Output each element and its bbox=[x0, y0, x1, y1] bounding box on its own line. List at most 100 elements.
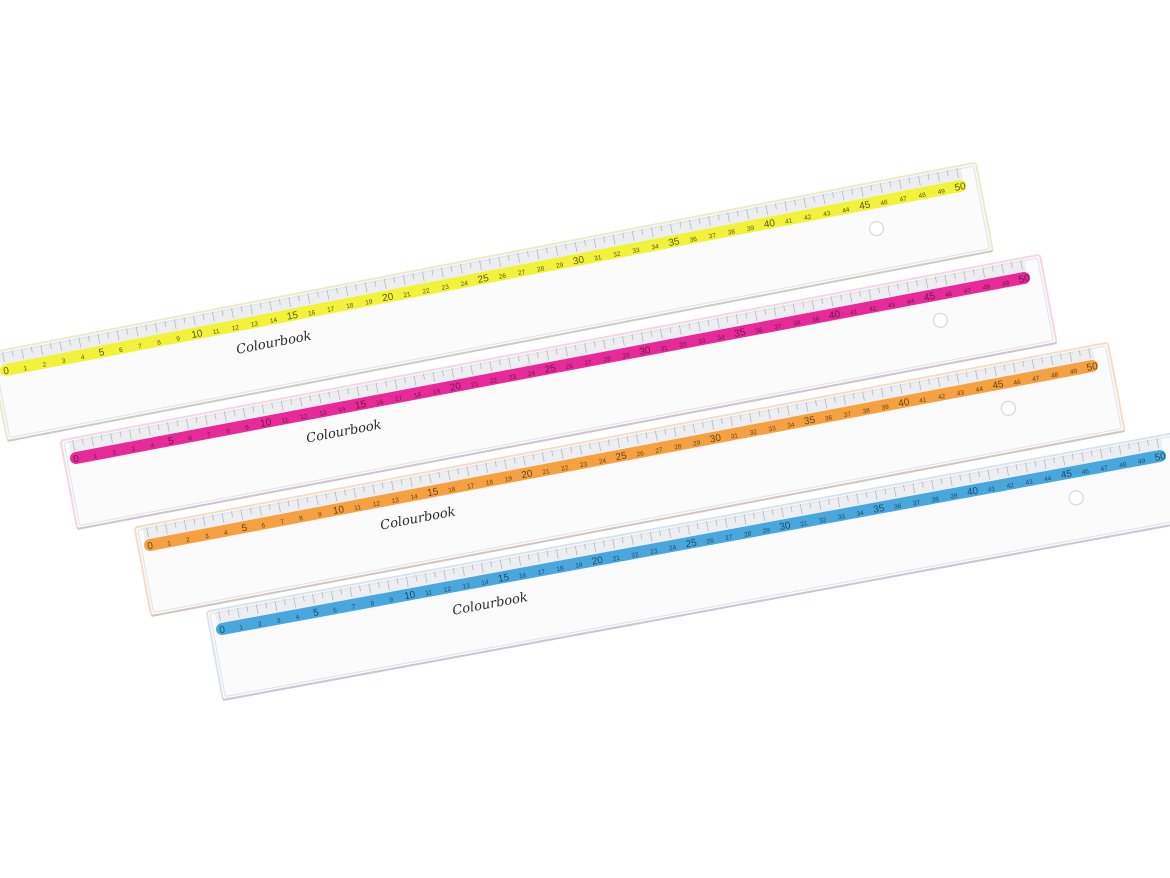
ruler-tick bbox=[148, 425, 151, 436]
ruler-number: 35 bbox=[872, 503, 885, 516]
ruler-number: 1 bbox=[167, 540, 172, 548]
ruler-number: 31 bbox=[730, 432, 739, 440]
ruler-tick bbox=[309, 395, 312, 402]
ruler-tick bbox=[312, 593, 315, 604]
ruler-tick bbox=[918, 175, 921, 186]
ruler-number: 25 bbox=[477, 273, 490, 286]
ruler-number: 42 bbox=[938, 393, 947, 401]
ruler-number: 46 bbox=[944, 291, 953, 299]
ruler-tick bbox=[830, 296, 834, 307]
ruler-tick bbox=[259, 302, 262, 309]
ruler-tick bbox=[337, 389, 341, 400]
ruler-tick bbox=[1062, 455, 1066, 466]
ruler-tick bbox=[221, 309, 224, 316]
ruler-tick bbox=[527, 353, 530, 364]
ruler-tick bbox=[746, 208, 749, 219]
ruler-tick bbox=[673, 427, 677, 437]
ruler-tick bbox=[494, 461, 497, 468]
ruler-tick bbox=[755, 206, 758, 213]
ruler-number: 5 bbox=[241, 523, 249, 535]
ruler-number: 39 bbox=[812, 316, 821, 324]
ruler-tick bbox=[299, 397, 303, 408]
ruler-number: 30 bbox=[639, 345, 652, 358]
ruler-tick bbox=[832, 192, 835, 199]
ruler-tick bbox=[527, 554, 530, 561]
ruler-tick bbox=[30, 346, 33, 353]
ruler-tick bbox=[879, 182, 883, 193]
ruler-tick bbox=[730, 416, 733, 427]
ruler-tick bbox=[315, 495, 319, 505]
ruler-tick bbox=[1100, 448, 1103, 459]
ruler-number: 16 bbox=[308, 309, 317, 317]
ruler-tick bbox=[2, 352, 5, 363]
ruler-tick bbox=[1050, 355, 1054, 366]
ruler-number: 1 bbox=[239, 624, 244, 632]
ruler-tick bbox=[489, 361, 493, 372]
ruler-number: 29 bbox=[693, 439, 702, 447]
ruler-tick bbox=[330, 590, 334, 601]
ruler-tick bbox=[921, 481, 924, 488]
ruler-number: 7 bbox=[351, 603, 356, 611]
ruler-tick bbox=[626, 435, 629, 442]
ruler-number: 39 bbox=[746, 225, 755, 233]
ruler-tick bbox=[165, 523, 168, 534]
ruler-number: 36 bbox=[755, 327, 764, 335]
ruler-tick bbox=[584, 343, 587, 354]
ruler-tick bbox=[928, 378, 931, 385]
ruler-tick bbox=[987, 469, 991, 480]
hang-hole bbox=[1068, 490, 1084, 506]
ruler-number: 3 bbox=[61, 358, 66, 366]
ruler-number: 20 bbox=[381, 291, 394, 304]
ruler-tick bbox=[129, 429, 132, 440]
ruler-tick bbox=[278, 298, 281, 305]
ruler-tick bbox=[660, 328, 663, 339]
ruler-number: 16 bbox=[518, 572, 527, 580]
ruler-tick bbox=[404, 377, 406, 384]
ruler-tick bbox=[523, 455, 526, 466]
ruler-tick bbox=[377, 581, 380, 588]
ruler-tick bbox=[593, 341, 596, 348]
ruler-tick bbox=[851, 188, 854, 195]
ruler-tick bbox=[212, 311, 215, 322]
ruler-tick bbox=[462, 566, 465, 577]
ruler-tick bbox=[678, 325, 682, 336]
ruler-tick bbox=[536, 352, 539, 359]
ruler-tick bbox=[110, 433, 113, 444]
ruler-tick bbox=[394, 379, 398, 390]
ruler-tick bbox=[509, 557, 511, 564]
ruler-tick bbox=[565, 346, 568, 357]
ruler-tick bbox=[321, 592, 324, 599]
ruler-number: 2 bbox=[42, 361, 47, 369]
ruler-number: 8 bbox=[299, 515, 304, 523]
ruler-number: 10 bbox=[332, 504, 345, 517]
ruler-number: 7 bbox=[280, 519, 285, 527]
ruler-tick bbox=[1025, 462, 1028, 473]
ruler-number: 44 bbox=[1044, 475, 1053, 483]
ruler-tick bbox=[186, 418, 189, 429]
ruler-number: 10 bbox=[403, 589, 416, 602]
ruler-number: 46 bbox=[880, 199, 889, 207]
ruler-tick bbox=[498, 359, 501, 366]
ruler-tick bbox=[1090, 450, 1093, 457]
ruler-tick bbox=[173, 319, 177, 330]
ruler-tick bbox=[607, 439, 610, 446]
ruler-tick bbox=[915, 280, 918, 287]
ruler-number: 14 bbox=[269, 317, 278, 325]
ruler-number: 15 bbox=[497, 572, 510, 585]
ruler-tick bbox=[735, 314, 739, 325]
ruler-tick bbox=[893, 486, 897, 497]
ruler-tick bbox=[574, 241, 578, 252]
ruler-tick bbox=[912, 483, 916, 494]
ruler-tick bbox=[1118, 445, 1122, 456]
ruler-shadow bbox=[151, 430, 1125, 617]
ruler-number: 48 bbox=[1051, 371, 1060, 379]
ruler-tick bbox=[532, 453, 535, 460]
ruler-tick bbox=[1081, 452, 1084, 463]
ruler-tick bbox=[660, 225, 663, 232]
ruler-tick bbox=[284, 599, 286, 606]
ruler-number: 46 bbox=[1013, 379, 1022, 387]
ruler-tick bbox=[792, 303, 796, 314]
ruler-tick bbox=[669, 326, 672, 333]
ruler-tick bbox=[507, 254, 510, 261]
